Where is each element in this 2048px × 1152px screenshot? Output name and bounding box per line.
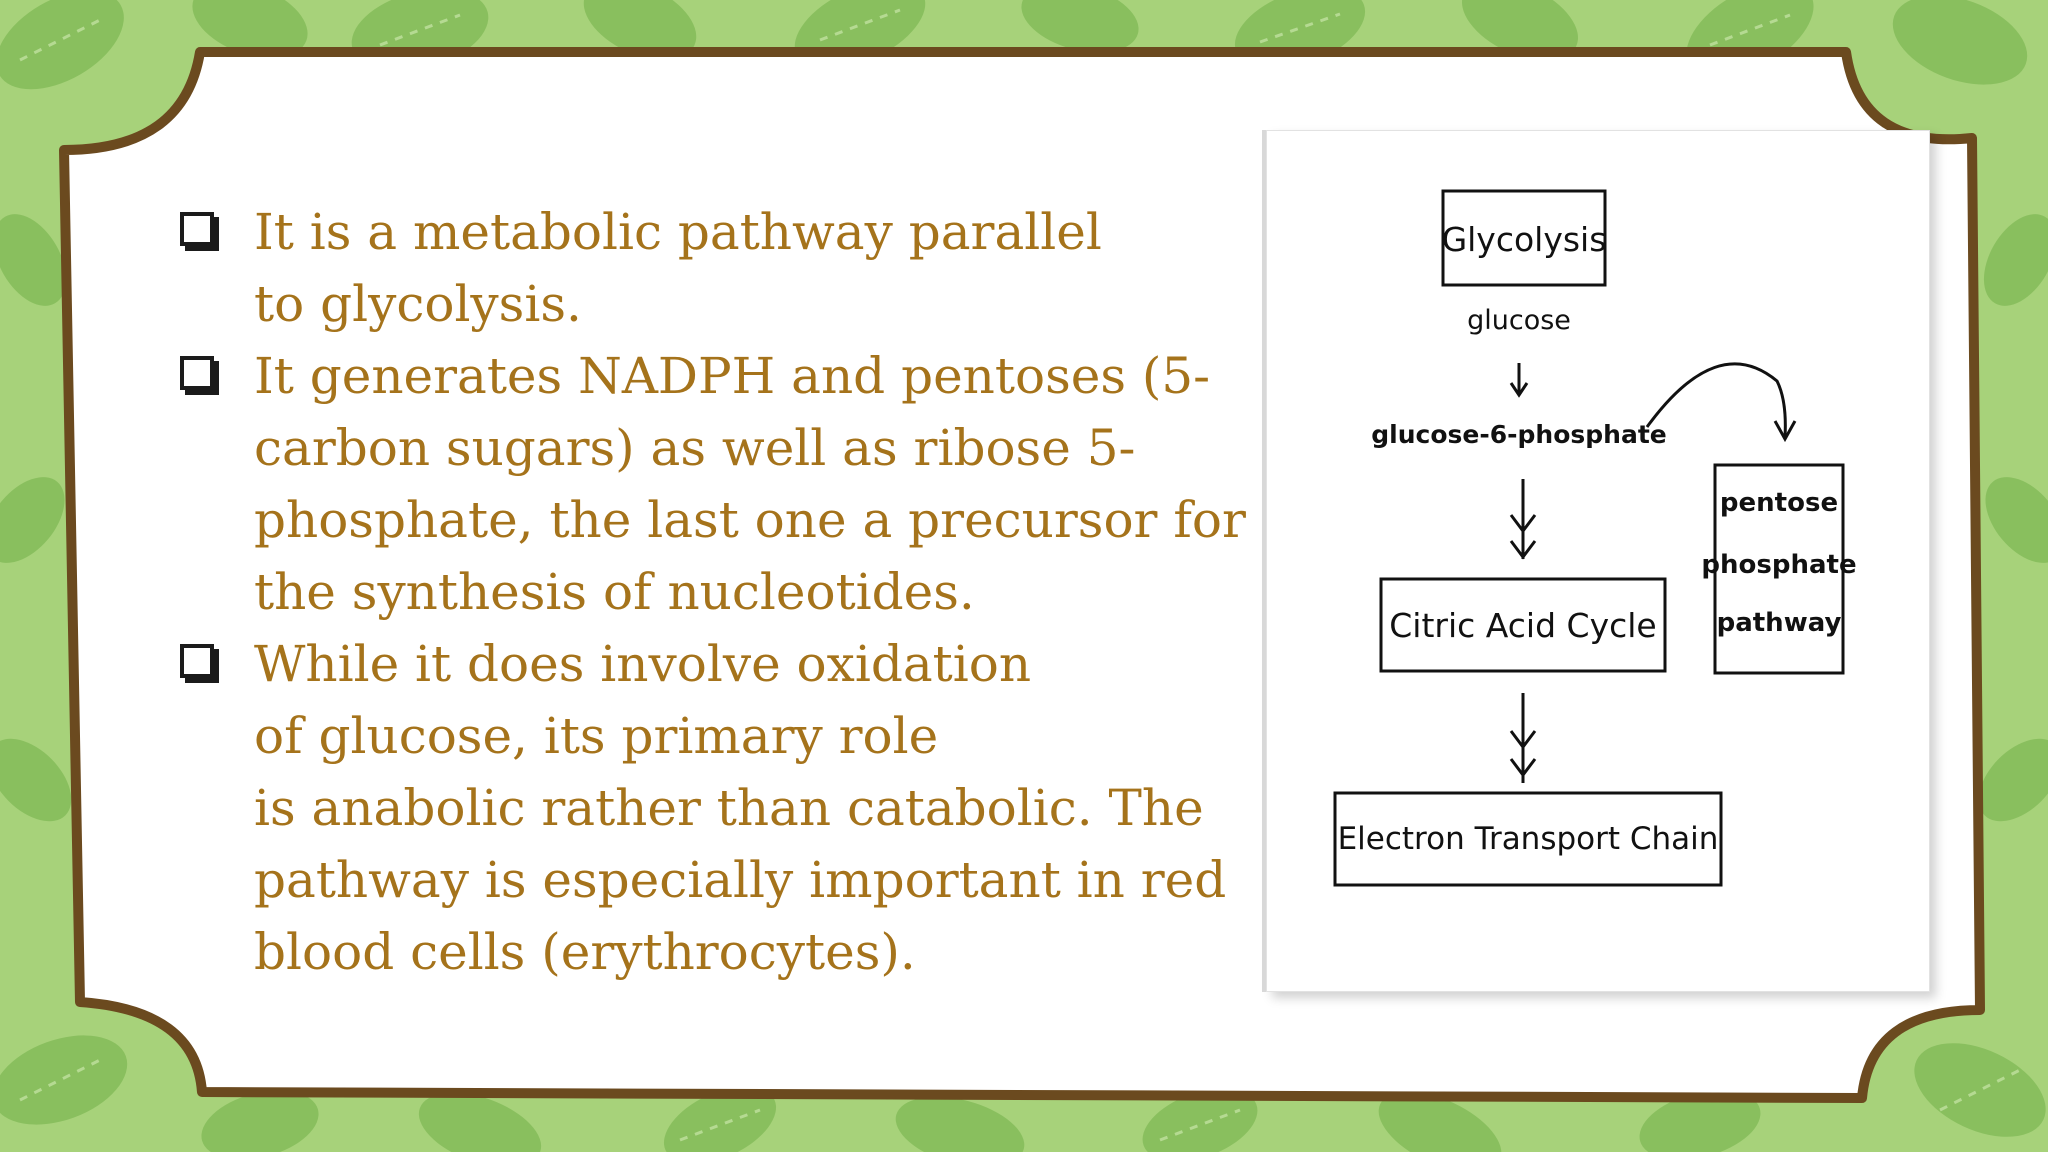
bullet-line: is anabolic rather than catabolic. The [254, 779, 1204, 837]
double-down-arrow-icon [1509, 479, 1537, 560]
bullet-item: While it does involve oxidation of gluco… [176, 628, 1246, 988]
diagram-image-panel: Glycolysis glucose glucose-6-phosphate C… [1266, 130, 1930, 992]
g6p-label: glucose-6-phosphate [1371, 420, 1666, 449]
bullet-line: It is a metabolic pathway parallel [254, 203, 1102, 261]
bullet-line: phosphate, the last one a precursor for [254, 491, 1246, 549]
ppp-label-line3: pathway [1717, 608, 1842, 638]
bullet-line: blood cells (erythrocytes). [254, 923, 916, 981]
bullet-line: of glucose, its primary role [254, 707, 939, 765]
bullet-line: While it does involve oxidation [254, 635, 1032, 693]
glycolysis-label: Glycolysis [1442, 220, 1607, 259]
bullet-line: the synthesis of nucleotides. [254, 563, 975, 621]
citric-acid-cycle-box [1379, 577, 1667, 673]
checkbox-bullet-icon [180, 644, 214, 678]
double-down-arrow-icon [1509, 693, 1537, 783]
down-arrow-icon [1509, 363, 1529, 398]
ppp-label-line2: phosphate [1701, 550, 1856, 580]
bullet-item: It generates NADPH and pentoses (5- carb… [176, 340, 1246, 628]
bullet-line: carbon sugars) as well as ribose 5- [254, 419, 1136, 477]
pathway-diagram: Glycolysis glucose glucose-6-phosphate C… [1333, 189, 1857, 887]
electron-transport-chain-box [1333, 791, 1723, 887]
curved-arrow-icon [1645, 362, 1797, 443]
bullet-item: It is a metabolic pathway parallel to gl… [176, 196, 1246, 340]
bullet-line: It generates NADPH and pentoses (5- [254, 347, 1211, 405]
glucose-label: glucose [1467, 305, 1571, 336]
citric-acid-cycle-label: Citric Acid Cycle [1389, 606, 1656, 645]
pentose-phosphate-pathway-box [1713, 463, 1845, 675]
bullet-line: to glycolysis. [254, 275, 582, 333]
ppp-label-line1: pentose [1720, 488, 1838, 518]
checkbox-bullet-icon [180, 356, 214, 390]
electron-transport-chain-label: Electron Transport Chain [1338, 821, 1719, 857]
glycolysis-box [1441, 189, 1607, 287]
checkbox-bullet-icon [180, 212, 214, 246]
bullet-list: It is a metabolic pathway parallel to gl… [176, 196, 1246, 988]
bullet-line: pathway is especially important in red [254, 851, 1227, 909]
